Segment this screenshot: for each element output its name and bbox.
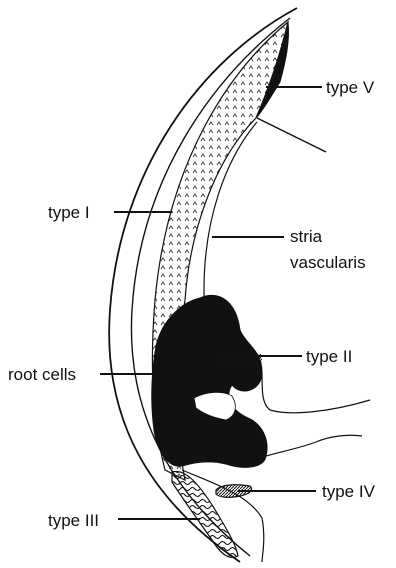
basilar-lower-line bbox=[266, 435, 362, 456]
label-type-ii: type II bbox=[306, 347, 352, 366]
label-type-iv: type IV bbox=[322, 482, 376, 501]
reissner-membrane bbox=[257, 118, 326, 152]
label-type-i: type I bbox=[48, 203, 90, 222]
label-type-iii: type III bbox=[48, 511, 99, 530]
label-type-v: type V bbox=[326, 78, 375, 97]
label-stria-line2: vascularis bbox=[290, 253, 366, 272]
root-cell-region bbox=[152, 295, 267, 467]
label-stria-line1: stria bbox=[290, 227, 323, 246]
label-root-cells: root cells bbox=[8, 365, 76, 384]
spiral-prominence-line bbox=[262, 372, 370, 413]
